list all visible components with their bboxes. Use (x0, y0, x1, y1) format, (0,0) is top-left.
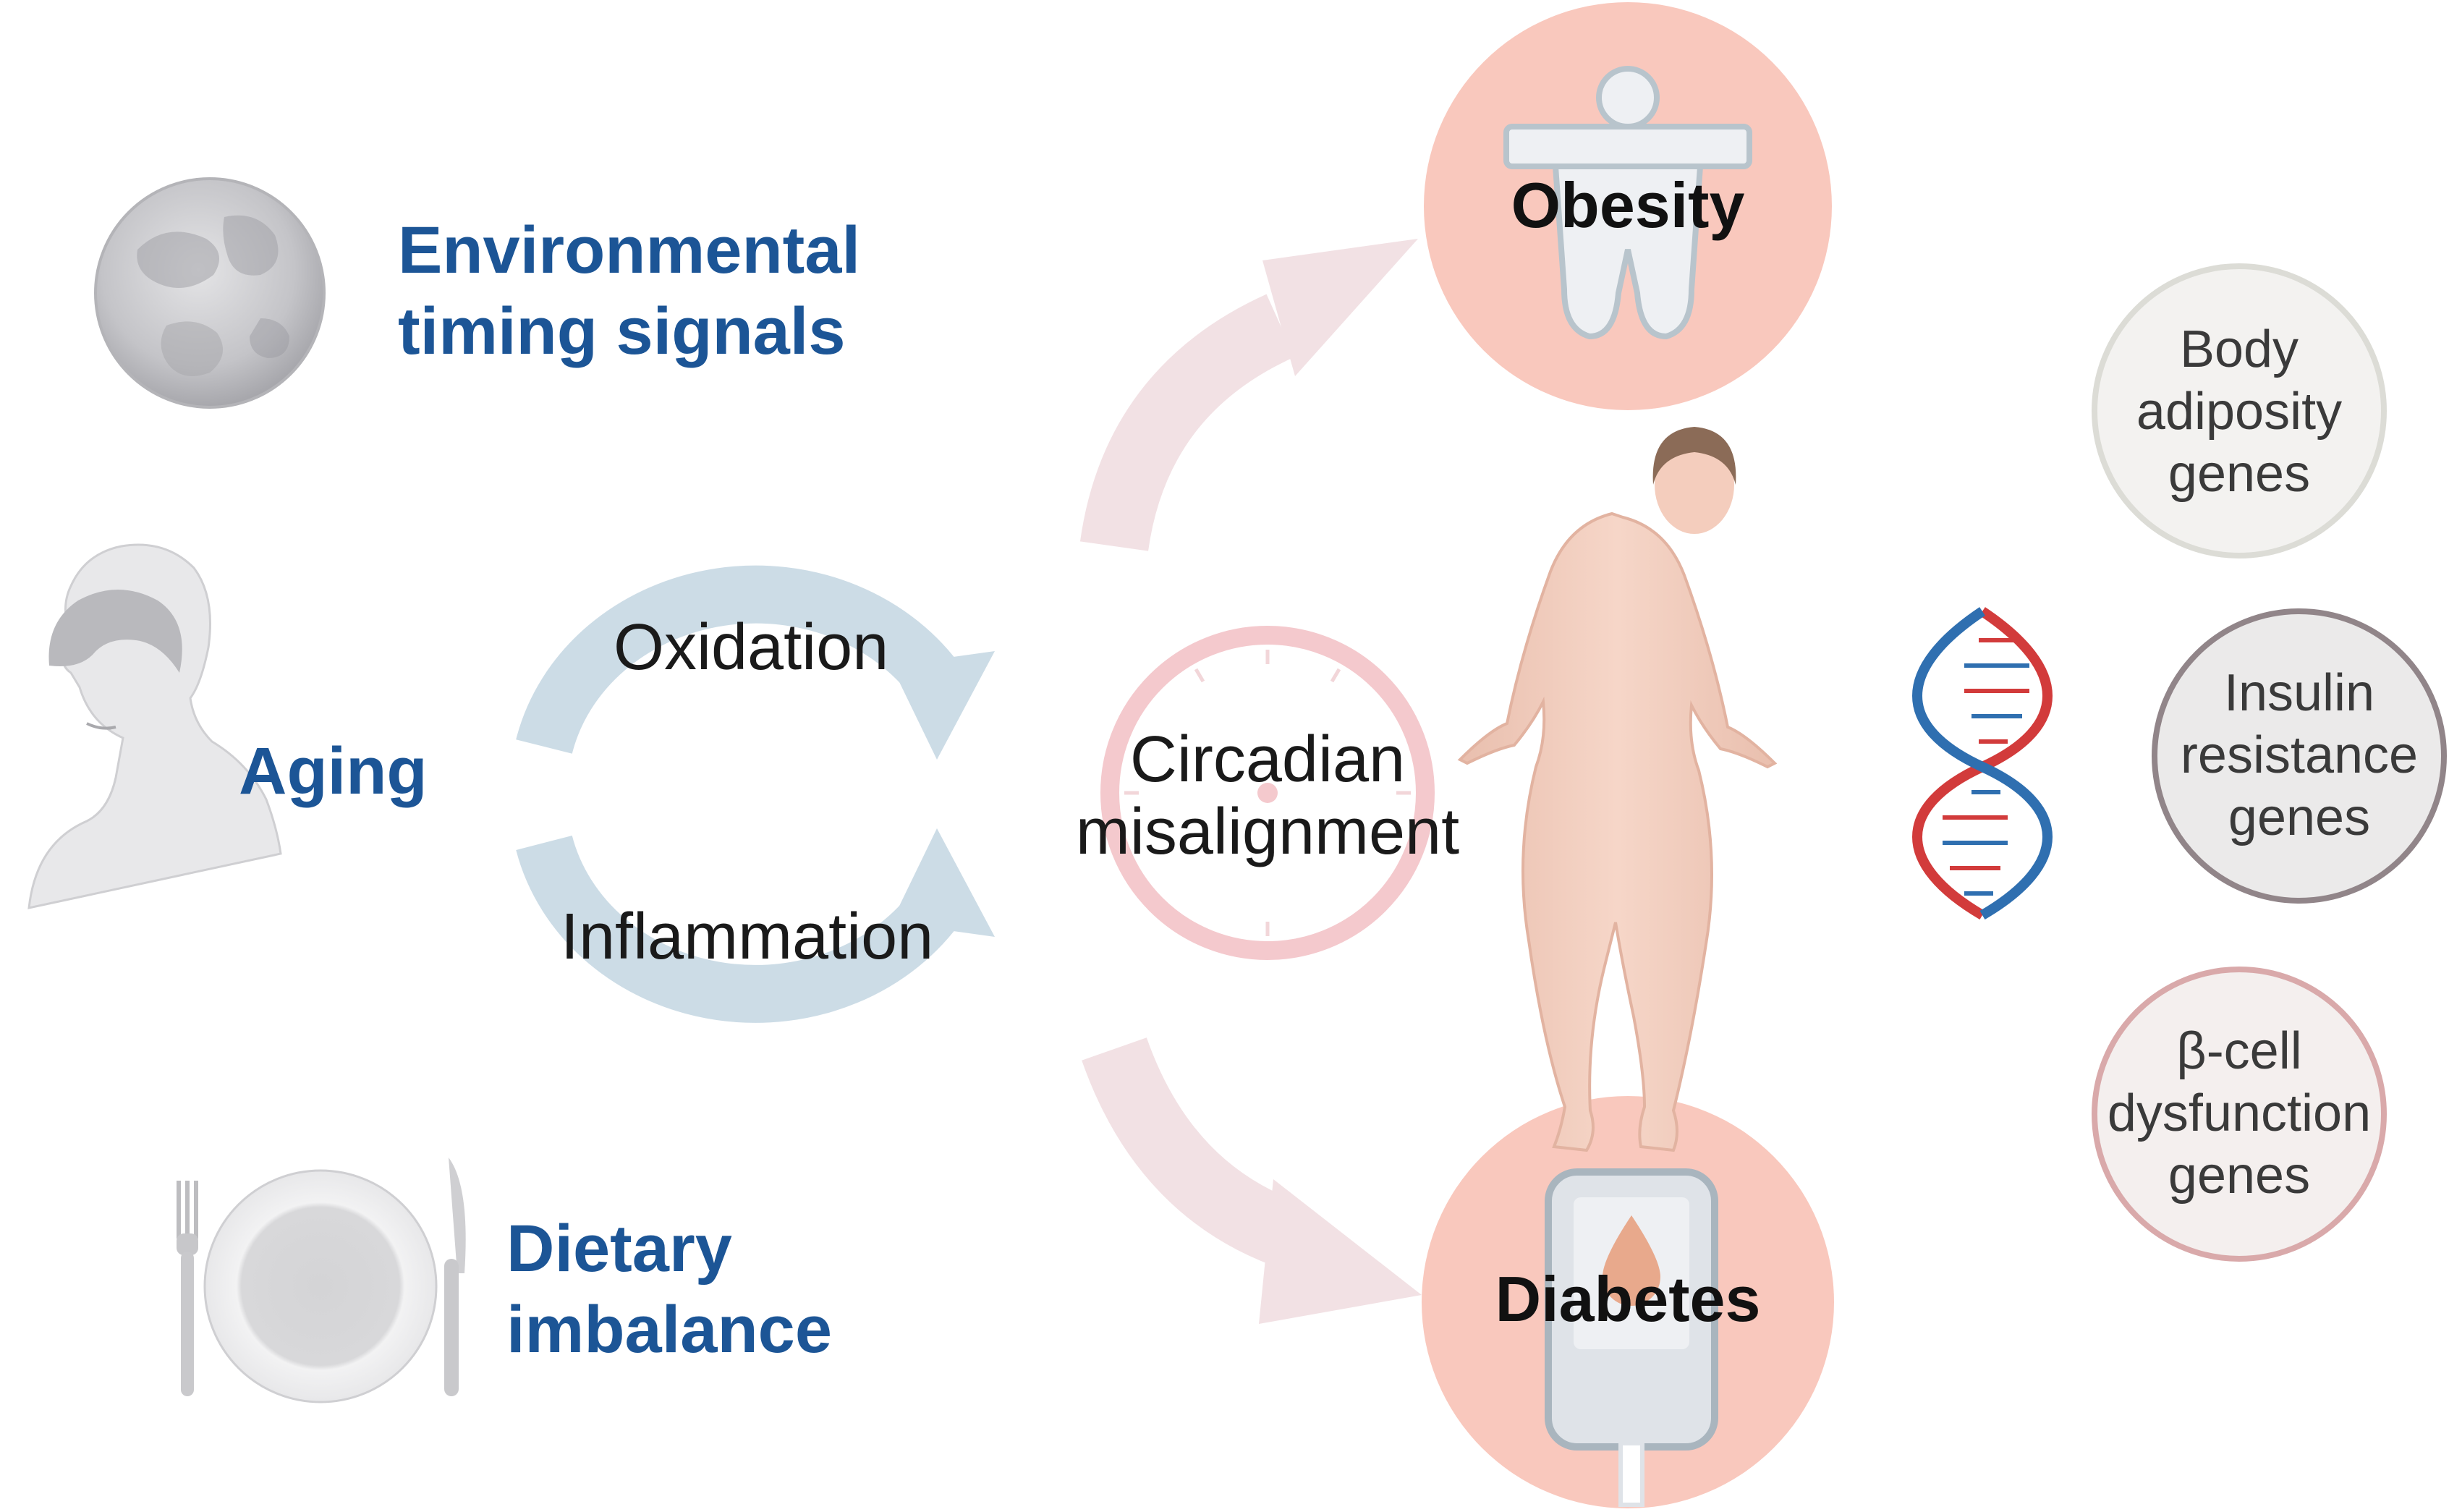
factor-dietary-label: Dietary imbalance (506, 1212, 832, 1367)
curved-arrows (1079, 239, 1422, 1324)
moon-icon (94, 177, 326, 409)
cycle-arrows (516, 565, 995, 1023)
gene-insulin-label: Insulin resistance genes (2180, 664, 2419, 846)
dna-icon (1912, 607, 2053, 920)
obese-person-icon (1457, 427, 1778, 1152)
glucose-meter-icon (1545, 1168, 1718, 1507)
obesity-circle (1424, 2, 1832, 410)
obesity-label: Obesity (1511, 169, 1745, 241)
diabetes-label: Diabetes (1495, 1263, 1761, 1335)
elderly-person-icon (27, 543, 282, 909)
gene-adiposity-label: Body adiposity genes (2136, 320, 2343, 503)
body-icon (1503, 66, 1752, 340)
center-label: Circadian misalignment (1075, 723, 1460, 868)
factor-environmental-label: Environmental timing signals (398, 213, 861, 368)
gene-beta-label: β-cell dysfunction genes (2107, 1022, 2372, 1205)
plate-cutlery-icon (177, 1158, 466, 1403)
gene-circle-beta (2092, 967, 2387, 1262)
cycle-bottom-label: Inflammation (561, 901, 934, 973)
gene-circle-adiposity (2092, 263, 2387, 558)
gene-circle-insulin (2152, 608, 2447, 904)
cycle-top-label: Oxidation (614, 611, 889, 684)
gene-circles (2092, 263, 2447, 1262)
diabetes-circle (1422, 1096, 1834, 1508)
factor-aging-label: Aging (239, 734, 428, 808)
clock-icon (1100, 626, 1435, 960)
